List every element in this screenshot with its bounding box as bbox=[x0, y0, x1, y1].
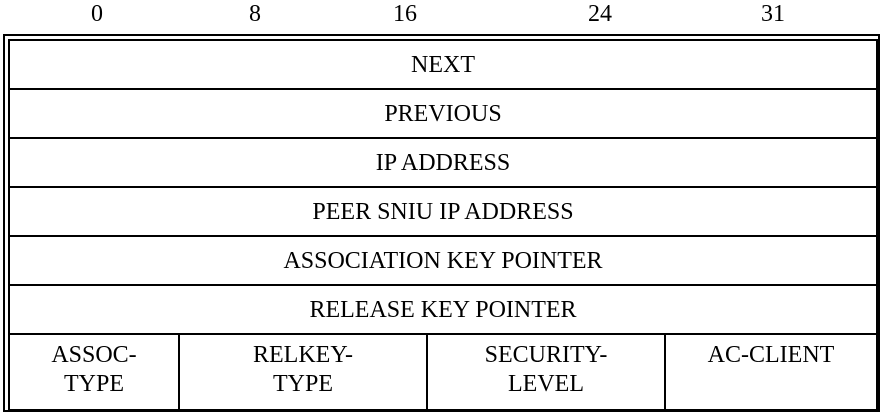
field-release-key-pointer: RELEASE KEY POINTER bbox=[10, 286, 876, 335]
record-structure: NEXT PREVIOUS IP ADDRESS PEER SNIU IP AD… bbox=[8, 39, 878, 411]
field-security-level-line1: SECURITY- bbox=[428, 341, 664, 370]
field-association-key-pointer: ASSOCIATION KEY POINTER bbox=[10, 237, 876, 286]
field-row-flags: ASSOC- TYPE RELKEY- TYPE SECURITY- LEVEL… bbox=[10, 335, 876, 409]
field-relkey-type-line2: TYPE bbox=[180, 370, 426, 399]
field-ac-client-line1: AC-CLIENT bbox=[666, 341, 876, 370]
bit-label-8: 8 bbox=[249, 0, 261, 28]
field-previous: PREVIOUS bbox=[10, 90, 876, 139]
field-ac-client: AC-CLIENT bbox=[666, 335, 876, 409]
field-security-level: SECURITY- LEVEL bbox=[428, 335, 666, 409]
bit-label-16: 16 bbox=[393, 0, 417, 28]
field-relkey-type: RELKEY- TYPE bbox=[180, 335, 428, 409]
field-assoc-type: ASSOC- TYPE bbox=[10, 335, 180, 409]
bit-label-0: 0 bbox=[91, 0, 103, 28]
field-peer-sniu-ip-address: PEER SNIU IP ADDRESS bbox=[10, 188, 876, 237]
field-assoc-type-line1: ASSOC- bbox=[10, 341, 178, 370]
field-ip-address: IP ADDRESS bbox=[10, 139, 876, 188]
field-next: NEXT bbox=[10, 41, 876, 90]
field-security-level-line2: LEVEL bbox=[428, 370, 664, 399]
field-relkey-type-line1: RELKEY- bbox=[180, 341, 426, 370]
field-assoc-type-line2: TYPE bbox=[10, 370, 178, 399]
bit-label-31: 31 bbox=[761, 0, 785, 28]
bit-label-24: 24 bbox=[588, 0, 612, 28]
